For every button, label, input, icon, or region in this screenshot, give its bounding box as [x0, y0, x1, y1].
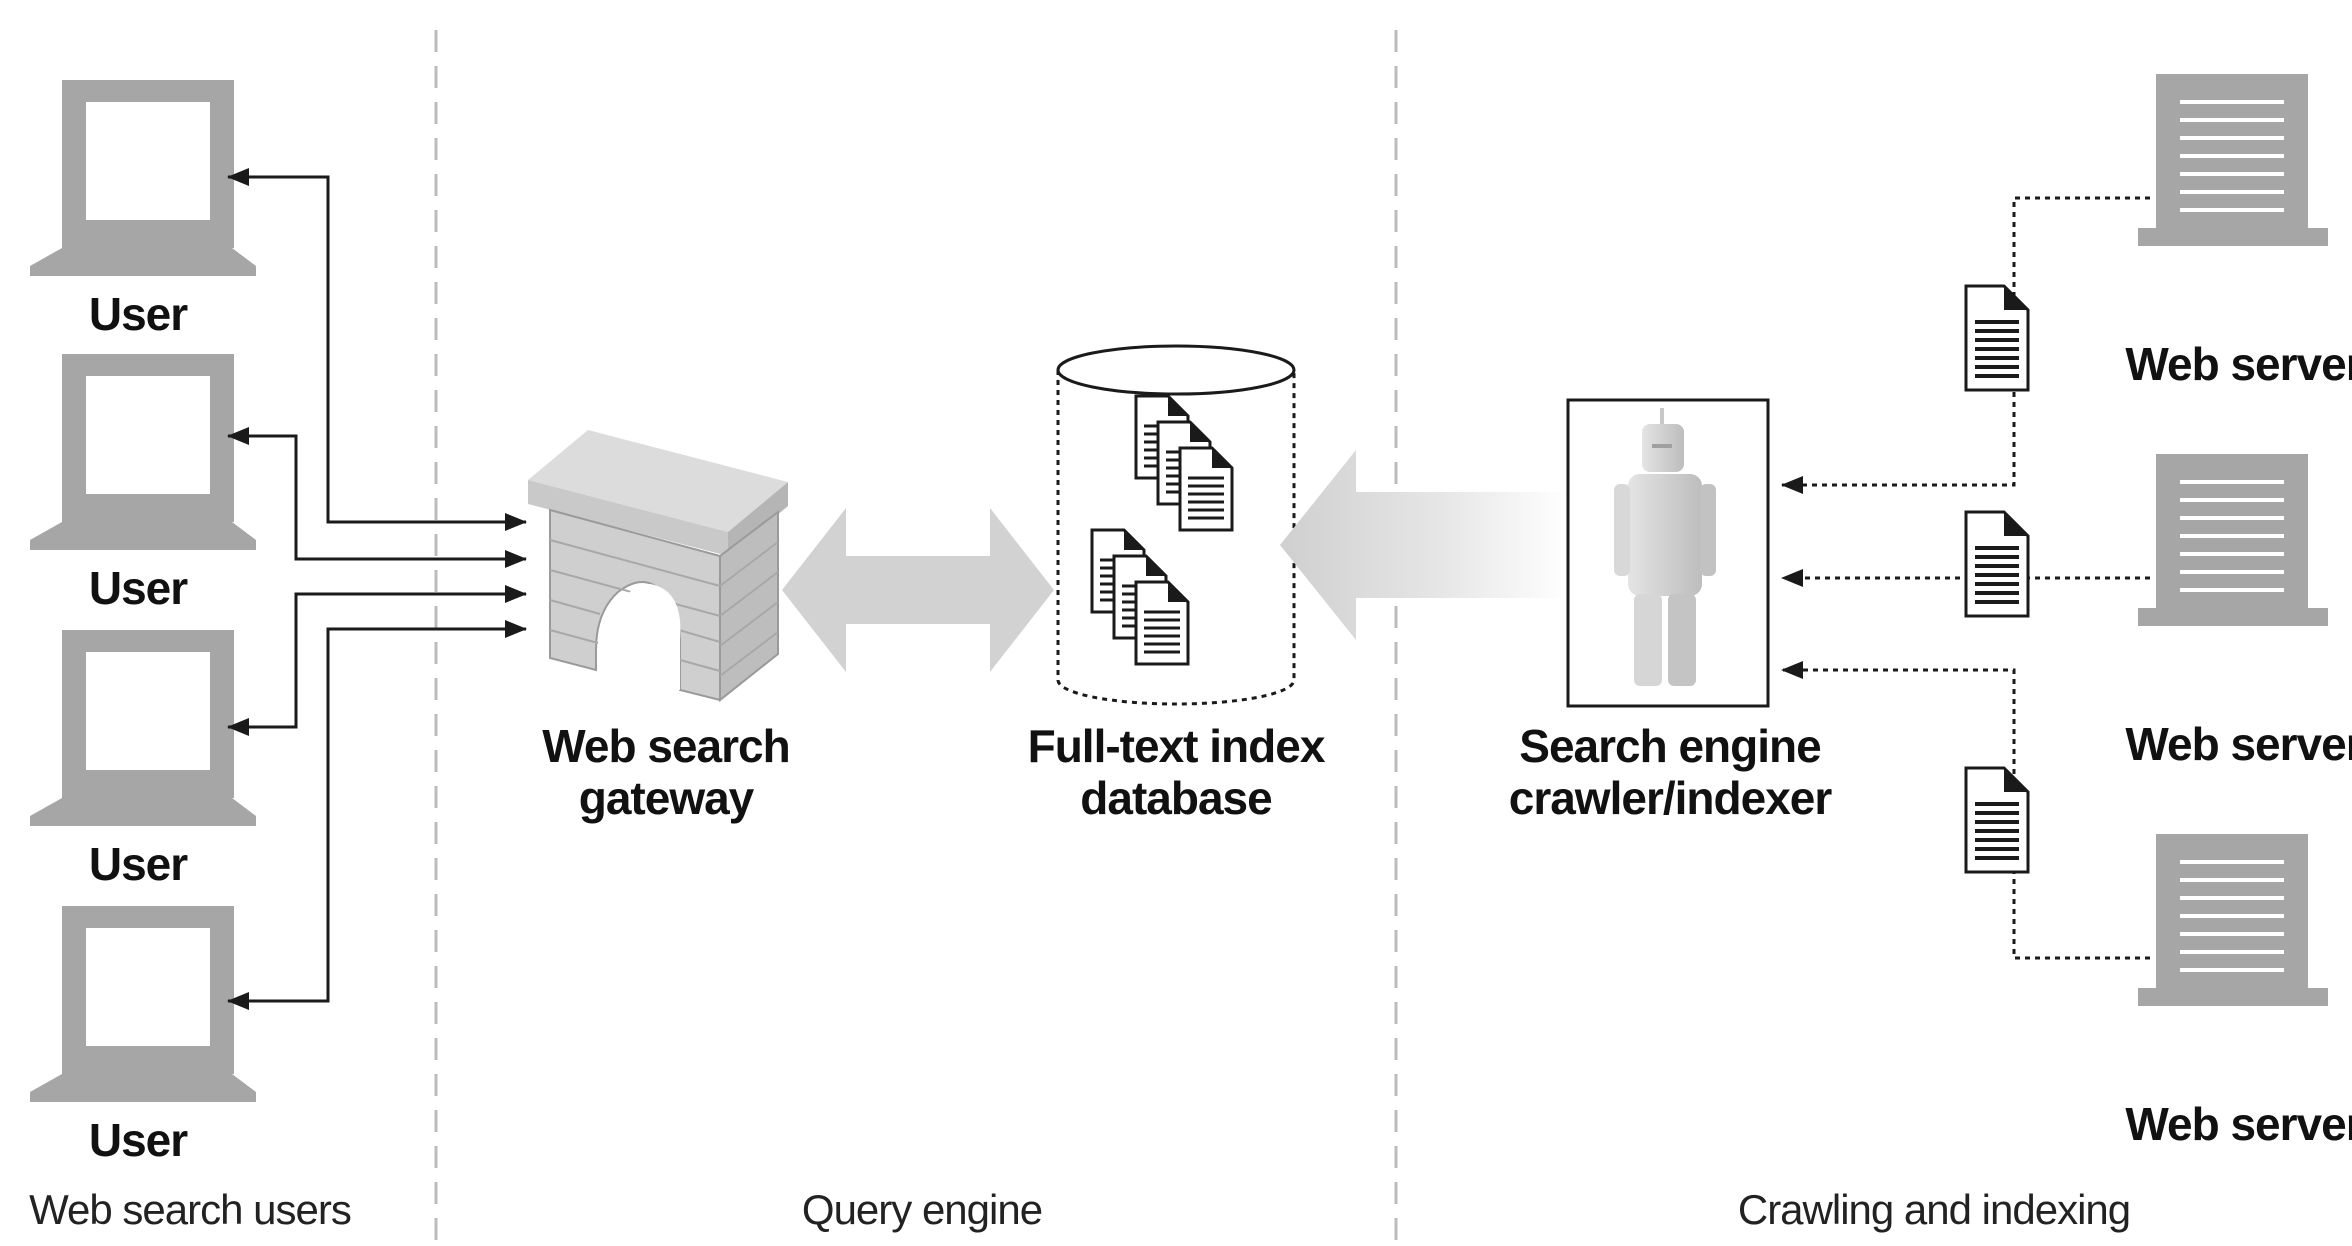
user-2: User — [30, 354, 256, 614]
connector-user-3 — [227, 592, 526, 736]
server-label: Web server — [2125, 1098, 2352, 1150]
section-caption-users: Web search users — [29, 1186, 351, 1233]
server-label: Web server — [2125, 718, 2352, 770]
connector-user-2 — [227, 427, 526, 561]
server-icon — [2136, 832, 2330, 1008]
connector-user-1 — [227, 168, 526, 524]
gateway-icon — [528, 430, 788, 703]
document-icon — [1964, 284, 2030, 392]
section-caption-query: Query engine — [802, 1186, 1042, 1233]
server-label: Web server — [2125, 338, 2352, 390]
user-label: User — [89, 288, 188, 340]
crawler-label-line2: crawler/indexer — [1509, 772, 1833, 824]
document-icon — [1964, 766, 2030, 874]
user-label: User — [89, 1114, 188, 1166]
web-server-3: Web server — [2125, 832, 2352, 1150]
database-label-line2: database — [1080, 772, 1272, 824]
connector-user-4 — [227, 627, 526, 1010]
crawler-label-line1: Search engine — [1519, 720, 1821, 772]
database-label-line1: Full-text index — [1028, 720, 1326, 772]
user-4: User — [30, 906, 256, 1166]
crawler-box — [1566, 398, 1770, 708]
server-icon — [2136, 452, 2330, 628]
index-arrow — [1280, 450, 1570, 640]
database-icon — [1056, 344, 1296, 706]
monitor-icon — [30, 630, 256, 826]
bidirectional-arrow — [782, 508, 1054, 672]
web-server-2: Web server — [2125, 452, 2352, 770]
user-label: User — [89, 562, 188, 614]
robot-icon — [1614, 408, 1716, 686]
gateway-label-line2: gateway — [579, 772, 755, 824]
document-icon — [1964, 510, 2030, 618]
section-caption-crawl: Crawling and indexing — [1738, 1186, 2130, 1233]
user-3: User — [30, 630, 256, 890]
gateway-label-line1: Web search — [542, 720, 789, 772]
user-1: User — [30, 80, 256, 340]
monitor-icon — [30, 906, 256, 1102]
user-label: User — [89, 838, 188, 890]
web-server-1: Web server — [2125, 72, 2352, 390]
user-connectors — [227, 168, 527, 1010]
server-icon — [2136, 72, 2330, 248]
monitor-icon — [30, 354, 256, 550]
monitor-icon — [30, 80, 256, 276]
